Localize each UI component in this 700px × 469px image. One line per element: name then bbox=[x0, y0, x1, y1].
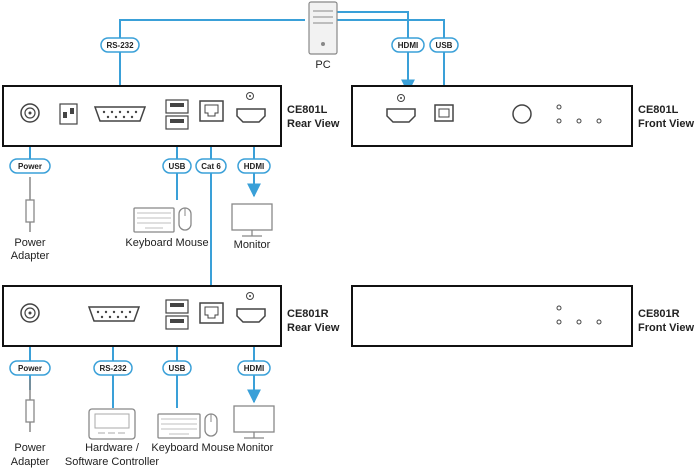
led-indicators bbox=[556, 104, 602, 124]
pc-label: PC bbox=[315, 59, 330, 71]
rj45-port bbox=[199, 302, 224, 324]
power-adapter-label-r-1: Power bbox=[14, 442, 46, 454]
cable-tag-power-r: Power bbox=[9, 360, 51, 376]
hdmi-port bbox=[236, 292, 266, 323]
svg-text:USB: USB bbox=[169, 162, 186, 171]
hdmi-port bbox=[386, 94, 416, 123]
monitor-label-r: Monitor bbox=[237, 442, 274, 454]
usb-cable-pc bbox=[337, 19, 445, 94]
ce801l-rear-view: Rear View bbox=[287, 118, 340, 130]
rs232-cable-top bbox=[119, 19, 305, 107]
controller-label-2: Software Controller bbox=[65, 456, 159, 468]
cable-tag-rs232-top: RS-232 bbox=[100, 37, 140, 53]
hdmi-port bbox=[236, 92, 266, 123]
rs232-port bbox=[93, 106, 147, 122]
mouse-icon bbox=[178, 207, 192, 231]
mouse-icon bbox=[204, 413, 218, 437]
ce801r-rear-view: Rear View bbox=[287, 322, 340, 334]
svg-text:Power: Power bbox=[18, 162, 42, 171]
power-adapter-icon bbox=[25, 177, 35, 232]
power-jack bbox=[20, 103, 40, 123]
controller-icon bbox=[88, 408, 136, 440]
monitor-label-l: Monitor bbox=[234, 239, 271, 251]
power-adapter-icon bbox=[25, 379, 35, 432]
ce801r-rear-model: CE801R bbox=[287, 308, 329, 320]
cable-tag-hdmi-l: HDMI bbox=[237, 158, 271, 174]
cable-tag-rs232-r: RS-232 bbox=[93, 360, 133, 376]
ce801r-front-model: CE801R bbox=[638, 308, 680, 320]
usb-ports bbox=[165, 299, 189, 330]
svg-text:RS-232: RS-232 bbox=[99, 364, 127, 373]
ce801r-front-panel bbox=[351, 285, 633, 347]
cable-tag-power-l: Power bbox=[9, 158, 51, 174]
svg-text:USB: USB bbox=[169, 364, 186, 373]
push-button bbox=[512, 104, 532, 124]
cable-tags: RS-232 HDMI USB Power USB Cat 6 HDMI Po bbox=[9, 37, 459, 376]
svg-text:HDMI: HDMI bbox=[244, 162, 264, 171]
usb-b-port bbox=[434, 104, 454, 122]
ce801l-front-view: Front View bbox=[638, 118, 694, 130]
svg-text:RS-232: RS-232 bbox=[106, 41, 134, 50]
pc-tower bbox=[308, 1, 338, 55]
keyboard-mouse-label-l: Keyboard Mouse bbox=[125, 237, 208, 249]
hdmi-cable-pc bbox=[337, 11, 415, 94]
dip-switch bbox=[59, 103, 78, 125]
cable-tag-usb-l: USB bbox=[162, 158, 192, 174]
usb-ports bbox=[165, 99, 189, 130]
keyboard-icon bbox=[133, 207, 175, 233]
controller-label-1: Hardware / bbox=[85, 442, 140, 454]
keyboard-icon bbox=[157, 413, 201, 439]
cable-tag-cat6: Cat 6 bbox=[195, 158, 227, 174]
rs232-port bbox=[87, 306, 141, 322]
monitor-icon bbox=[233, 405, 275, 439]
svg-text:HDMI: HDMI bbox=[244, 364, 264, 373]
ce801r-front-view: Front View bbox=[638, 322, 694, 334]
power-adapter-label-r-2: Adapter bbox=[11, 456, 50, 468]
ce801l-front-model: CE801L bbox=[638, 104, 679, 116]
led-indicators bbox=[556, 305, 602, 325]
ce801l-front-panel bbox=[351, 85, 633, 147]
cable-tag-hdmi-r: HDMI bbox=[237, 360, 271, 376]
svg-text:HDMI: HDMI bbox=[398, 41, 418, 50]
cable-tag-hdmi-pc: HDMI bbox=[391, 37, 425, 53]
ce801l-rear-model: CE801L bbox=[287, 104, 328, 116]
cable-tag-usb-pc: USB bbox=[429, 37, 459, 53]
power-jack bbox=[20, 303, 40, 323]
power-adapter-label-l-2: Adapter bbox=[11, 250, 50, 262]
monitor-icon bbox=[231, 203, 273, 237]
keyboard-mouse-label-r: Keyboard Mouse bbox=[151, 442, 234, 454]
svg-text:Power: Power bbox=[18, 364, 42, 373]
power-adapter-label-l-1: Power bbox=[14, 237, 46, 249]
svg-text:USB: USB bbox=[436, 41, 453, 50]
ce801l-rear-panel bbox=[2, 85, 282, 147]
cable-tag-usb-r: USB bbox=[162, 360, 192, 376]
ce801r-rear-panel bbox=[2, 285, 282, 347]
svg-text:Cat 6: Cat 6 bbox=[201, 162, 221, 171]
rj45-port bbox=[199, 100, 224, 122]
